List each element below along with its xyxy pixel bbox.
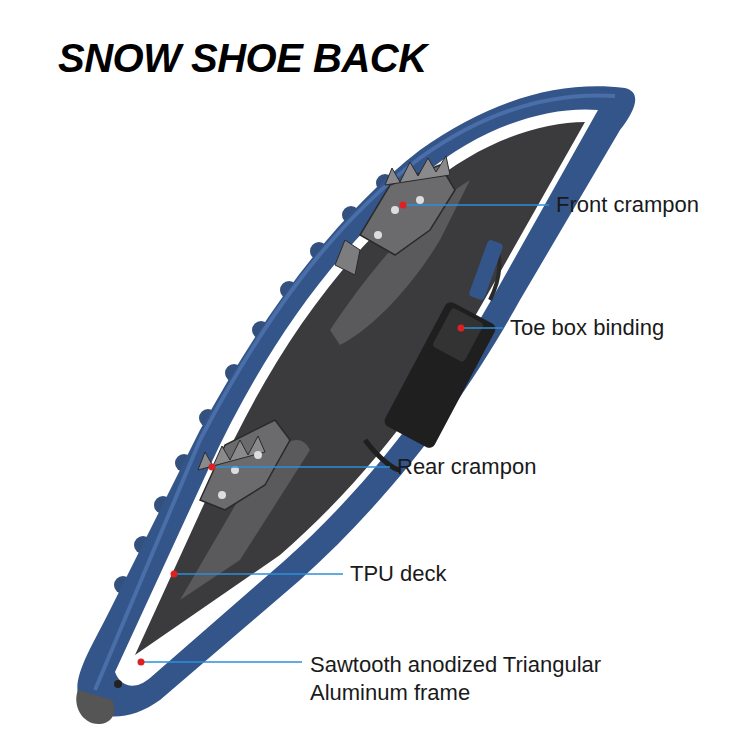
title: SNOW SHOE BACK	[58, 34, 427, 82]
tail-cap	[76, 690, 114, 724]
part-label: Rear crampon	[397, 453, 536, 481]
front-crampon	[335, 156, 455, 275]
leader-lines	[141, 205, 549, 662]
part-label: Sawtooth anodized Triangular Aluminum fr…	[310, 651, 610, 707]
part-label: Front crampon	[556, 191, 699, 219]
toe-box-binding	[365, 239, 504, 470]
part-label: Toe box binding	[510, 314, 664, 342]
rivet	[114, 680, 122, 688]
part-label: TPU deck	[350, 560, 447, 588]
tpu-deck	[135, 122, 585, 655]
aluminum-frame	[77, 86, 635, 716]
leader-dots	[138, 202, 465, 666]
rear-crampon	[198, 420, 290, 510]
frame-highlight	[95, 95, 615, 690]
